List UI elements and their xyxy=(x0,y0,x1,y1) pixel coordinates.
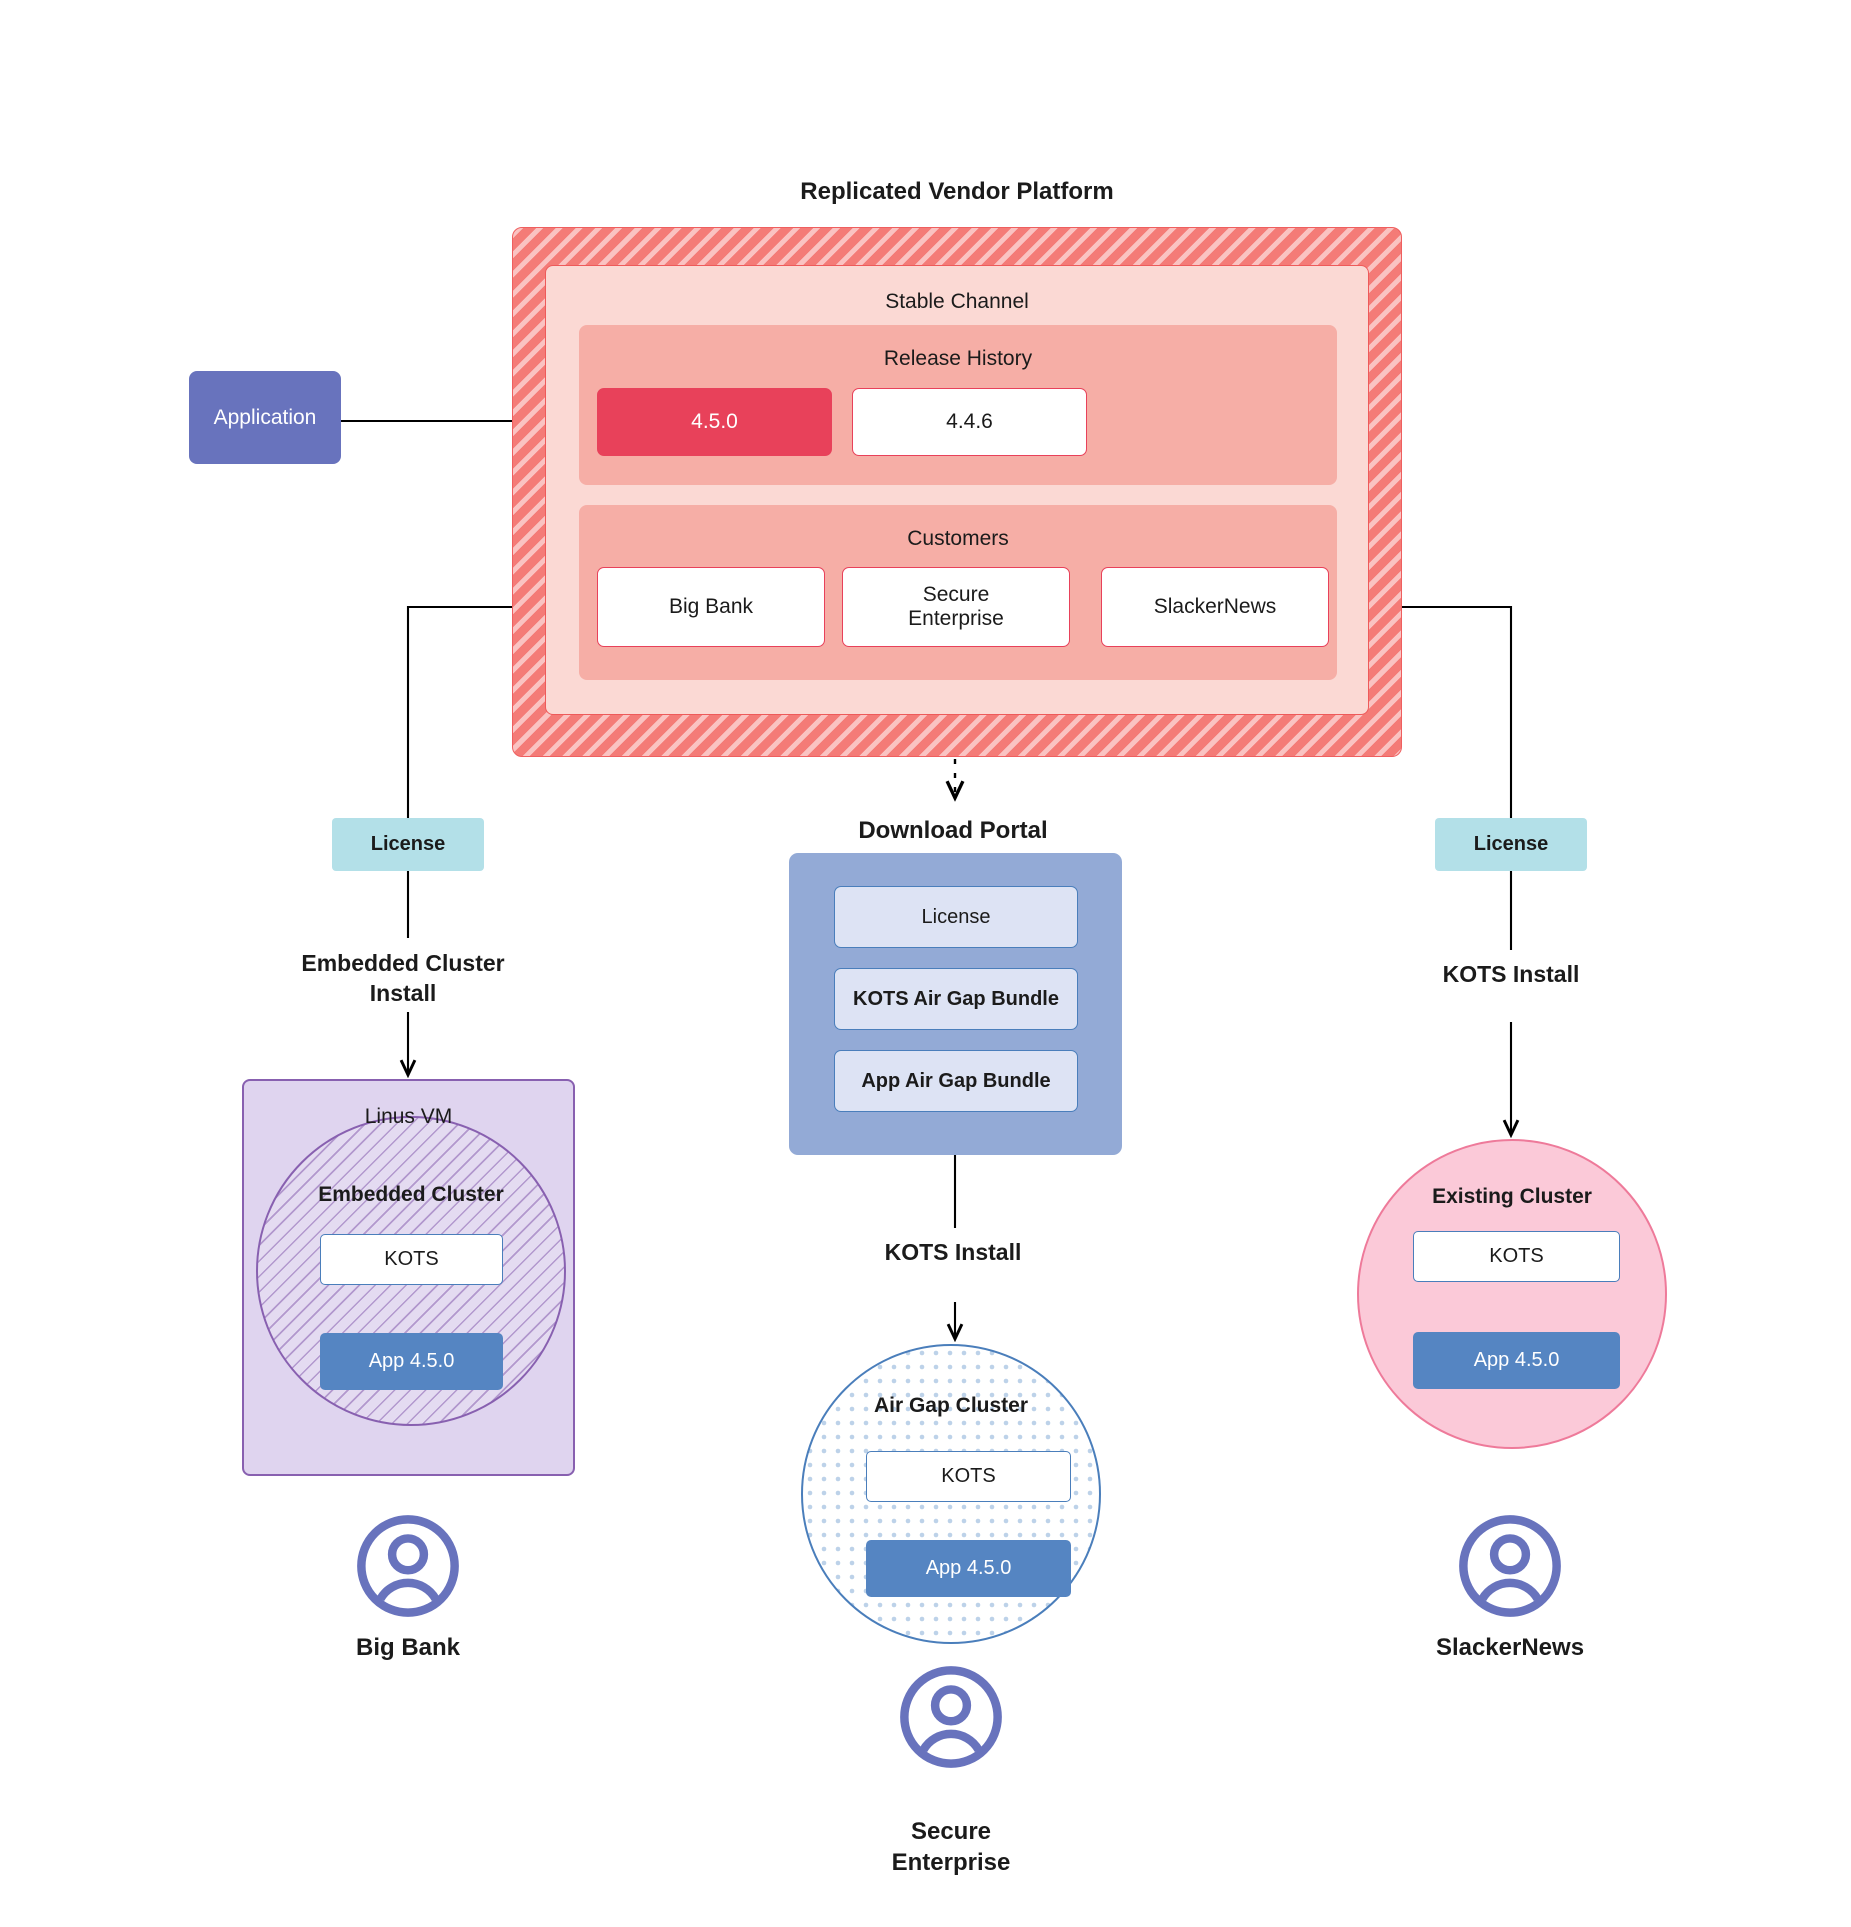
kots-box-embedded[interactable]: KOTS xyxy=(320,1234,503,1285)
edge-label-embedded-cluster-install: Embedded Cluster Install xyxy=(301,950,505,1007)
release-history-label: Release History xyxy=(883,347,1033,370)
download-portal-title: Download Portal xyxy=(858,817,1048,844)
customer-chip-big-bank[interactable]: Big Bank xyxy=(597,567,825,647)
stable-channel-label: Stable Channel xyxy=(885,290,1029,313)
license-chip-left[interactable]: License xyxy=(332,818,484,871)
person-label-slackernews: SlackerNews xyxy=(1435,1634,1585,1661)
existing-cluster-label: Existing Cluster xyxy=(1432,1185,1592,1208)
customers-label: Customers xyxy=(907,527,1009,550)
license-chip-right[interactable]: License xyxy=(1435,818,1587,871)
release-chip-previous[interactable]: 4.4.6 xyxy=(852,388,1087,456)
application-node[interactable]: Application xyxy=(189,371,341,464)
page-title: Replicated Vendor Platform xyxy=(800,178,1114,205)
avatar-secure-enterprise xyxy=(900,1666,1002,1768)
portal-item-app-air-gap-bundle[interactable]: App Air Gap Bundle xyxy=(834,1050,1078,1112)
customer-chip-secure-enterprise[interactable]: Secure Enterprise xyxy=(842,567,1070,647)
release-chip-current[interactable]: 4.5.0 xyxy=(597,388,832,456)
app-box-airgap[interactable]: App 4.5.0 xyxy=(866,1540,1071,1597)
portal-item-license[interactable]: License xyxy=(834,886,1078,948)
air-gap-cluster-label: Air Gap Cluster xyxy=(873,1394,1029,1417)
edge-label-kots-install-middle: KOTS Install xyxy=(884,1239,1022,1265)
portal-item-kots-air-gap-bundle[interactable]: KOTS Air Gap Bundle xyxy=(834,968,1078,1030)
embedded-cluster-label: Embedded Cluster xyxy=(318,1183,504,1206)
customer-chip-slackernews[interactable]: SlackerNews xyxy=(1101,567,1329,647)
app-box-embedded[interactable]: App 4.5.0 xyxy=(320,1333,503,1390)
app-box-existing[interactable]: App 4.5.0 xyxy=(1413,1332,1620,1389)
linux-vm-label: Linus VM xyxy=(364,1105,453,1128)
avatar-big-bank xyxy=(357,1515,459,1617)
kots-box-existing[interactable]: KOTS xyxy=(1413,1231,1620,1282)
person-label-secure-enterprise: Secure Enterprise xyxy=(891,1818,1011,1877)
existing-cluster-circle xyxy=(1357,1139,1667,1449)
person-label-big-bank: Big Bank xyxy=(355,1634,460,1661)
kots-box-airgap[interactable]: KOTS xyxy=(866,1451,1071,1502)
edge-label-kots-install-right: KOTS Install xyxy=(1442,961,1580,987)
avatar-slackernews xyxy=(1459,1515,1561,1617)
